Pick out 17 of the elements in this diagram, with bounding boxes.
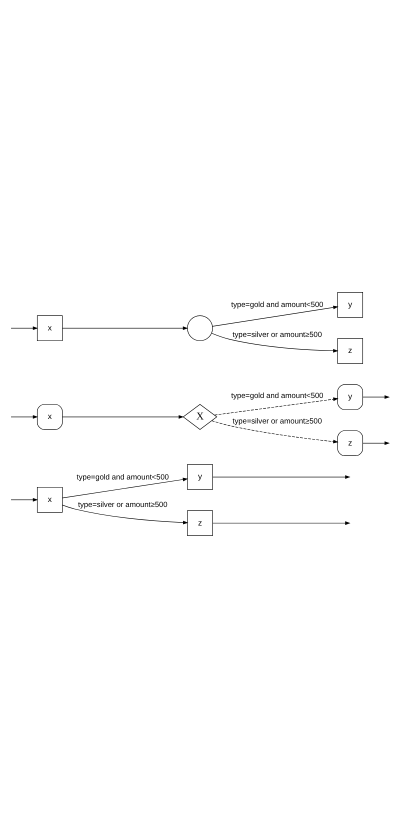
arrow	[211, 332, 338, 353]
arrow	[362, 441, 390, 446]
arrow	[362, 395, 390, 399]
node-diamond: X	[182, 404, 218, 430]
arrow	[212, 475, 350, 479]
arrow	[62, 415, 184, 419]
arrow	[62, 326, 188, 330]
arrow	[212, 521, 350, 525]
node-circle	[187, 315, 213, 342]
arrow	[212, 306, 338, 327]
arrow	[62, 478, 188, 498]
arrow	[214, 397, 338, 416]
arrow	[212, 420, 338, 444]
arrow	[10, 498, 38, 502]
arrow	[10, 415, 38, 419]
arrow	[10, 326, 38, 330]
arrow	[62, 504, 188, 524]
